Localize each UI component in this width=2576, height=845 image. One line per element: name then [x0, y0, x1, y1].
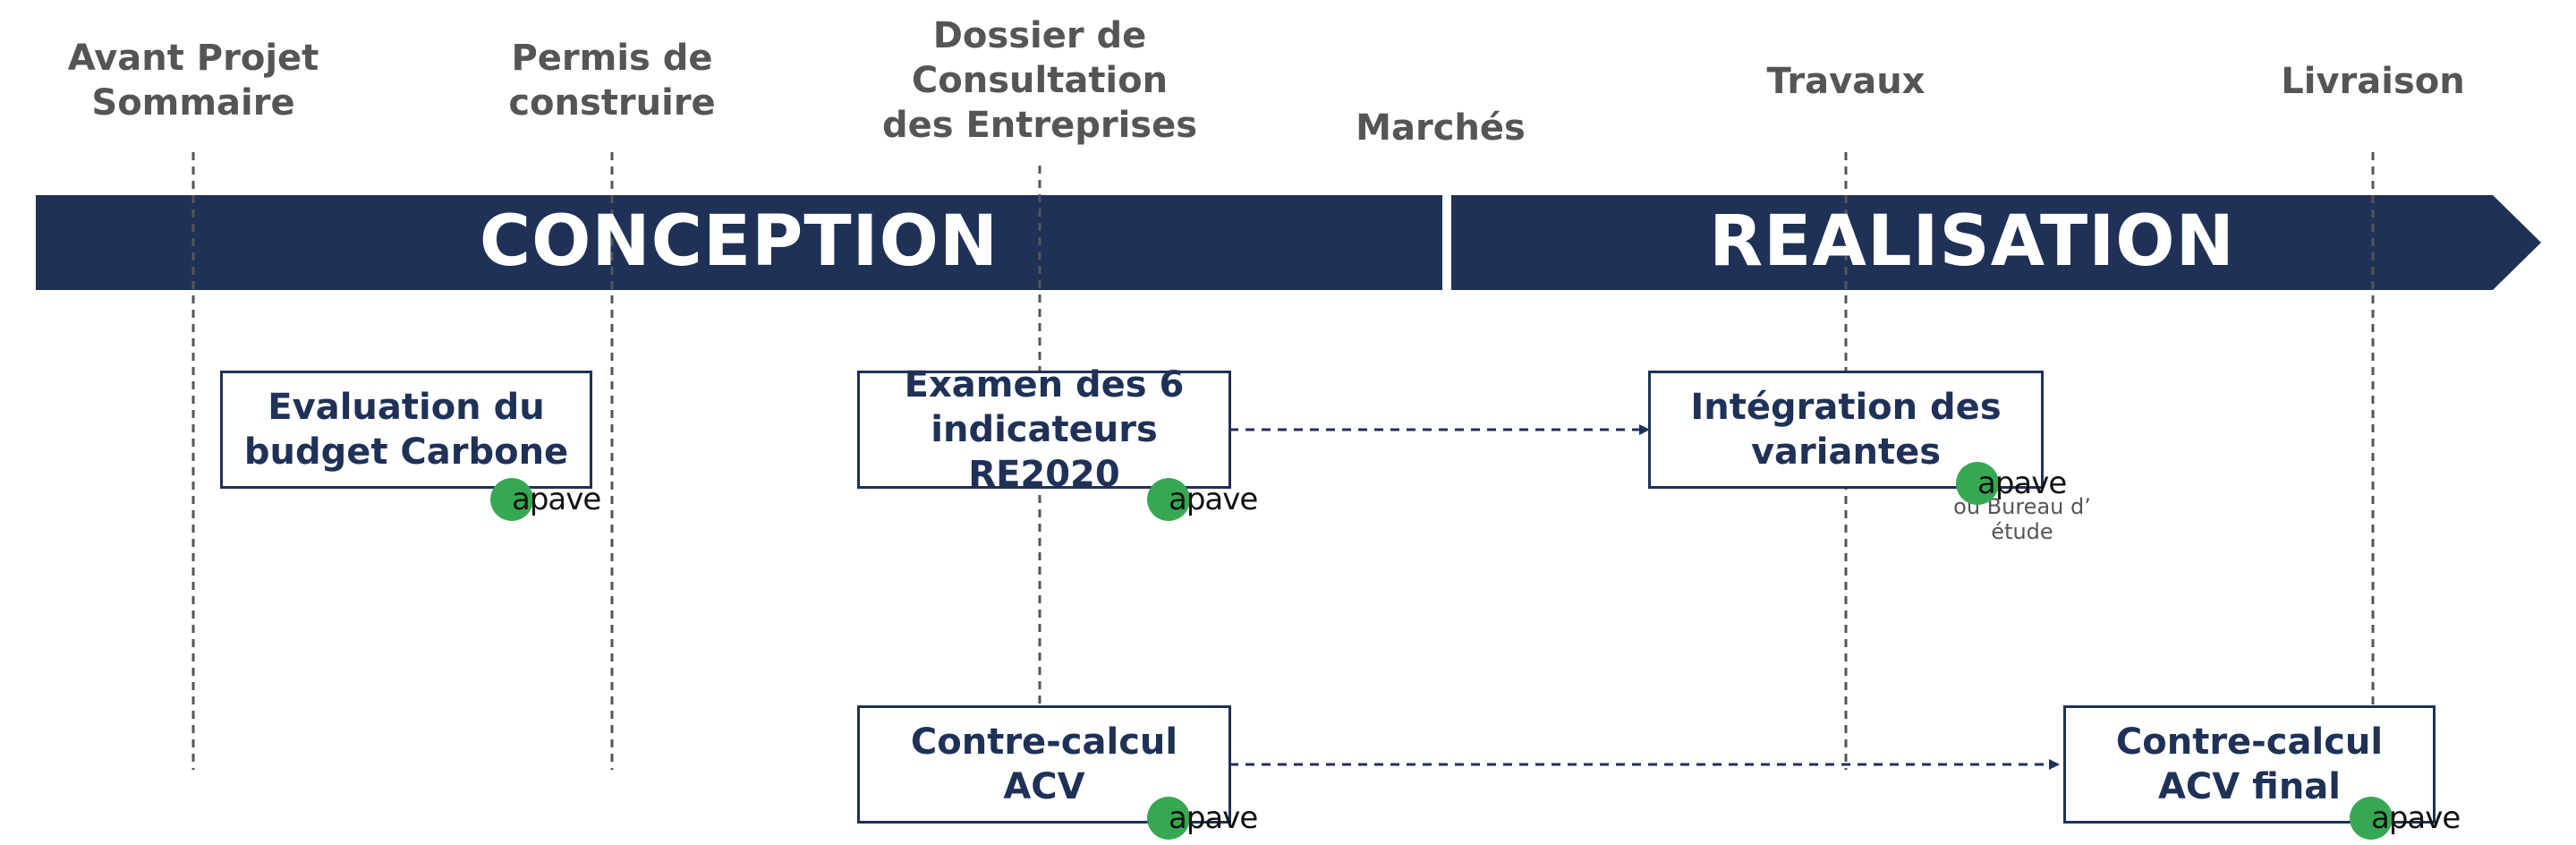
apave-logo-dot	[1956, 462, 1999, 505]
milestone-label-dce: Dossier de Consultation des Entreprises	[881, 15, 1198, 146]
box-examen-indicateurs-text: Examen des 6 indicateurs RE2020	[904, 364, 1185, 495]
realisation-band	[1451, 195, 2541, 290]
apave-logo-text: apave	[1169, 800, 1258, 836]
apave-logo-text: apave	[1169, 482, 1258, 517]
apave-logo-dot	[1147, 478, 1190, 521]
apave-logo: apave	[1147, 478, 1272, 521]
integration-note: ou Bureau d’ étude	[1953, 494, 2091, 544]
milestone-label-livraison: Livraison	[2281, 61, 2465, 102]
conception-band	[36, 195, 1442, 290]
apave-logo-dot	[490, 478, 533, 521]
box-budget-carbone-text: Evaluation du budget Carbone	[243, 387, 569, 473]
box-contre-calcul-final-text: Contre-calcul ACV final	[2115, 721, 2384, 807]
box-integration-variantes-text: Intégration des variantes	[1690, 387, 2002, 473]
apave-logo: apave	[1147, 797, 1272, 840]
apave-logo-dot	[1147, 797, 1190, 840]
apave-logo-text: apave	[1977, 465, 2067, 501]
milestone-label-pc: Permis de construire	[508, 38, 716, 124]
milestone-label-marches: Marchés	[1356, 107, 1526, 149]
apave-logo: apave	[490, 478, 616, 521]
milestone-label-travaux: Travaux	[1766, 61, 1926, 102]
box-contre-calcul-text: Contre-calcul ACV	[910, 721, 1178, 807]
apave-logo-dot	[2350, 797, 2393, 840]
box-contre-calcul-final: Contre-calcul ACV final	[2063, 705, 2436, 824]
box-examen-indicateurs: Examen des 6 indicateurs RE2020	[857, 364, 1231, 495]
apave-logo-text: apave	[512, 482, 601, 517]
conception-label: CONCEPTION	[479, 201, 999, 282]
apave-logo: apave	[1956, 462, 2081, 505]
apave-logo-text: apave	[2371, 800, 2461, 836]
milestone-label-aps: Avant Projet Sommaire	[67, 38, 319, 124]
apave-logo: apave	[2350, 797, 2475, 840]
box-budget-carbone: Evaluation du budget Carbone	[220, 371, 592, 489]
realisation-label: REALISATION	[1709, 201, 2235, 282]
